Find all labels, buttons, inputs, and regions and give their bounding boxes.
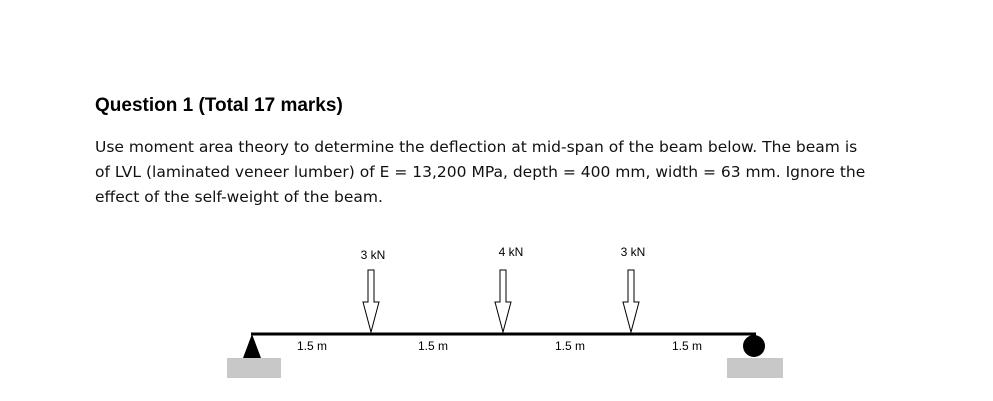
span-label-4: 1.5 m (672, 339, 702, 353)
span-label-2: 1.5 m (418, 339, 448, 353)
roller-support-icon (743, 335, 765, 357)
load-label-1: 3 kN (361, 248, 386, 262)
question-text-line-2: of LVL (laminated veneer lumber) of E = … (95, 163, 866, 181)
question-text-line-3: effect of the self-weight of the beam. (95, 188, 383, 206)
load-arrow-1 (362, 269, 380, 334)
question-text-line-1: Use moment area theory to determine the … (95, 138, 858, 156)
pin-support-icon (243, 334, 261, 358)
span-label-3: 1.5 m (555, 339, 585, 353)
question-title: Question 1 (Total 17 marks) (95, 95, 343, 116)
question-text: Use moment area theory to determine the … (95, 135, 915, 210)
load-label-3: 3 kN (621, 245, 646, 259)
right-ground-block (727, 358, 783, 378)
load-arrow-2 (494, 269, 512, 334)
left-ground-block (227, 358, 281, 378)
load-arrow-3 (622, 269, 640, 334)
span-label-1: 1.5 m (297, 339, 327, 353)
load-label-2: 4 kN (499, 245, 524, 259)
